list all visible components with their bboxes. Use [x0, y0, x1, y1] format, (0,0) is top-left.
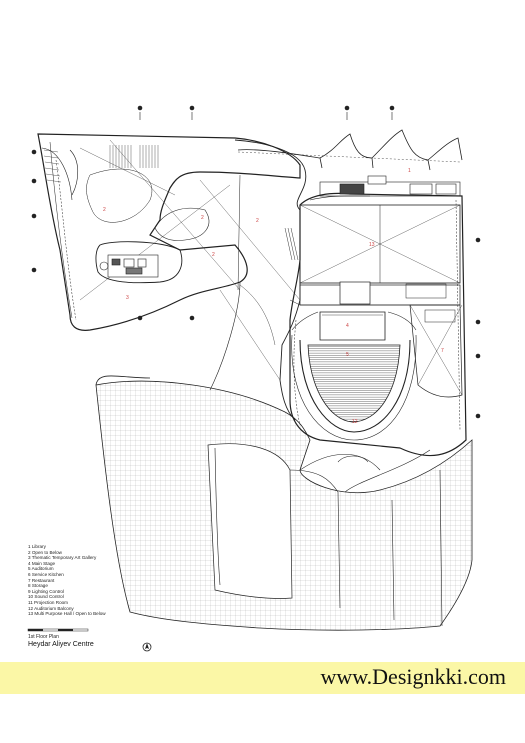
scale-bar [27, 628, 89, 632]
room-2-open-west-label: 2 [103, 207, 106, 213]
legend-item: 7 Restaurant [28, 577, 55, 583]
legend-item: 11 Projection Room [28, 599, 69, 605]
dashed-edges [55, 159, 461, 431]
north-service-rooms [319, 175, 461, 197]
legend-item: 9 Lighting Control [28, 588, 65, 594]
room-4-stage-label: 4 [346, 323, 349, 329]
library-core [99, 254, 159, 278]
west-stair-hatching [43, 145, 159, 183]
legend-item: 4 Main Stage [28, 560, 56, 566]
legend-item: 8 Storage [28, 583, 48, 589]
plan-title: Heydar Aliyev Centre [28, 641, 94, 648]
legend-item: 13 Multi Purpose Hall / Open to Below [28, 611, 106, 617]
roof-waves [237, 129, 463, 171]
legend-item: 3 Thematic Temporary Art Gallery [28, 555, 97, 561]
watermark-banner [0, 662, 525, 694]
room-2-open-east-label: 2 [256, 218, 259, 224]
room-7-restaurant-label: 7 [441, 348, 444, 354]
north-arrow-icon [142, 642, 152, 652]
room-1-library-label: 1 [408, 168, 411, 174]
room-3-gallery-label: 3 [126, 295, 129, 301]
legend-item: 1 Library [28, 544, 46, 549]
west-wing [37, 133, 301, 331]
legend-item: 6 Service Kitchen [28, 571, 64, 577]
legend-item: 2 Open to Below [28, 549, 62, 555]
east-block [289, 192, 467, 457]
legend-item: 12 Auditorium Balcony [28, 605, 74, 611]
room-5-auditorium-label: 5 [346, 352, 349, 358]
facade-envelope [95, 375, 473, 631]
grid-axis-markers [31, 105, 481, 419]
room-13-hall-label: 13 [369, 242, 375, 248]
room-2-open-mid-label: 2 [212, 252, 215, 258]
watermark-text: www.Designkki.com [320, 664, 506, 689]
room-number-labels: 1 2 2 2 2 3 4 5 7 12 13 [103, 168, 444, 425]
plan-caption: 1st Floor Plan [28, 634, 59, 640]
legend-item: 10 Sound Control [28, 594, 64, 600]
room-legend: 1 Library 2 Open to Below 3 Thematic Tem… [28, 544, 106, 617]
room-2-open-center-label: 2 [201, 215, 204, 221]
legend-item: 5 Auditorium [28, 566, 54, 572]
room-12-balcony-label: 12 [352, 419, 358, 425]
